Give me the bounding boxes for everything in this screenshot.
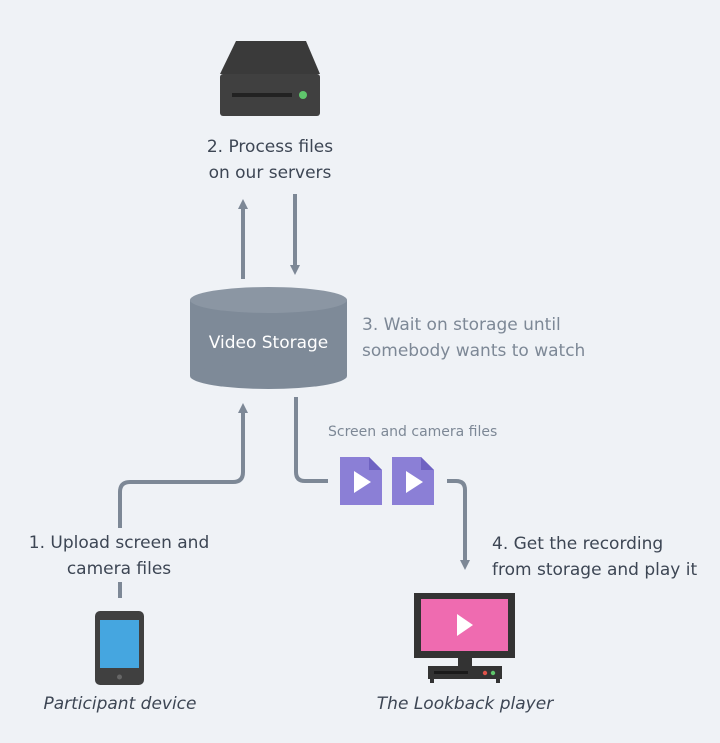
arrow-storage-to-files — [294, 397, 328, 483]
server-caption: 2. Process files on our servers — [180, 134, 360, 186]
upload-caption-line2: camera files — [66, 559, 172, 579]
video-file-icon-1 — [340, 457, 382, 505]
monitor-icon — [414, 593, 515, 683]
storage-caption-line2: somebody wants to watch — [362, 341, 586, 361]
files-caption: Screen and camera files — [328, 424, 498, 440]
storage-caption: 3. Wait on storage until somebody wants … — [362, 312, 602, 364]
arrow-upload — [118, 403, 248, 598]
server-icon — [220, 41, 320, 116]
server-caption-line2: on our servers — [208, 163, 332, 183]
storage-label: Video Storage — [208, 333, 329, 353]
storage-caption-line1: 3. Wait on storage until — [362, 315, 561, 335]
arrow-files-to-player — [447, 479, 470, 570]
upload-caption-line1: 1. Upload screen and — [28, 533, 210, 553]
retrieve-caption-line1: 4. Get the recording — [492, 534, 664, 554]
retrieve-caption: 4. Get the recording from storage and pl… — [492, 531, 717, 583]
phone-icon — [95, 611, 144, 685]
video-file-icon-2 — [392, 457, 434, 505]
player-caption: The Lookback player — [376, 694, 554, 714]
video-storage-cylinder — [190, 287, 347, 389]
retrieve-caption-line2: from storage and play it — [492, 560, 698, 580]
upload-caption: 1. Upload screen and camera files — [18, 530, 220, 582]
server-caption-line1: 2. Process files — [206, 137, 334, 157]
participant-caption: Participant device — [43, 694, 197, 714]
